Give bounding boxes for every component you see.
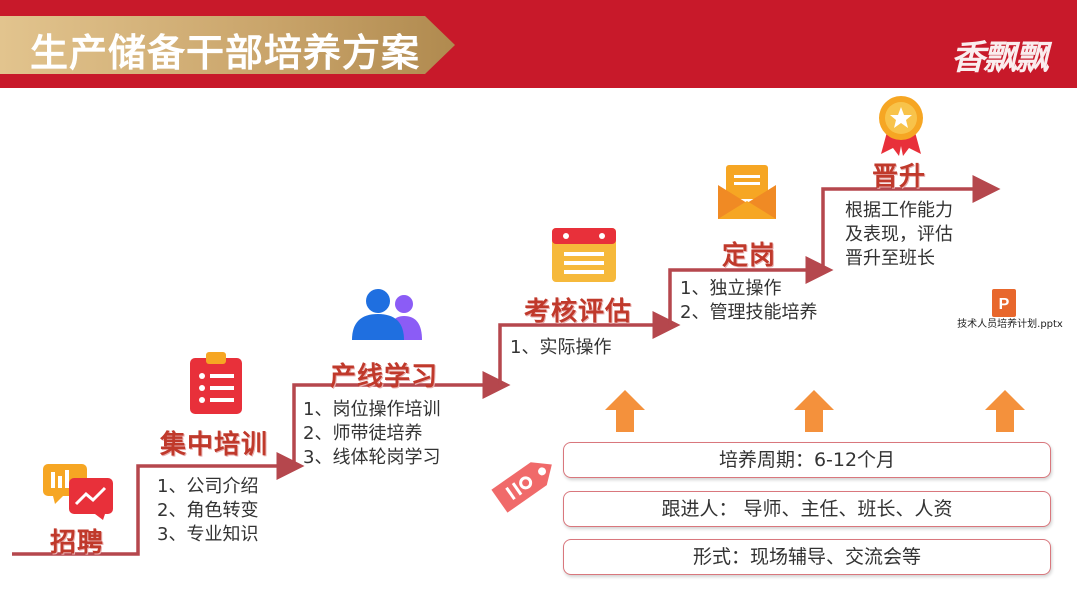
envelope-icon <box>718 165 776 219</box>
chart-badge-icon <box>43 464 113 520</box>
stage-assess-title: 考核评估 <box>524 297 633 327</box>
training-form-box: 形式：现场辅导、交流会等 <box>563 539 1051 575</box>
list-item: 2、管理技能培养 <box>680 302 818 323</box>
list-item: 2、师带徒培养 <box>303 423 423 444</box>
stage-training-title: 集中培训 <box>160 430 269 460</box>
checklist-icon <box>190 352 242 414</box>
follow-up-box: 跟进人： 导师、主任、班长、人资 <box>563 491 1051 527</box>
list-item: 1、实际操作 <box>510 337 612 358</box>
svg-text:P: P <box>999 296 1010 313</box>
list-item: 3、专业知识 <box>157 524 259 545</box>
stage-training-list: 1、公司介绍 2、角色转变 3、专业知识 <box>157 475 258 547</box>
powerpoint-file-icon[interactable]: P <box>990 289 1018 317</box>
brand-logo: 香飘飘 <box>951 38 1049 78</box>
stage-assess-list: 1、实际操作 <box>510 336 611 360</box>
training-period-box: 培养周期：6-12个月 <box>563 442 1051 478</box>
list-item: 1、岗位操作培训 <box>303 399 441 420</box>
stage-line-title: 产线学习 <box>330 362 439 392</box>
stage-promote-list: 根据工作能力 及表现，评估 晋升至班长 <box>845 199 953 271</box>
up-arrow-icon <box>605 390 645 432</box>
stage-line-list: 1、岗位操作培训 2、师带徒培养 3、线体轮岗学习 <box>303 398 440 470</box>
stage-recruit-title: 招聘 <box>50 528 105 558</box>
up-arrow-icon <box>985 390 1025 432</box>
list-item: 2、角色转变 <box>157 500 259 521</box>
attachment-label[interactable]: 技术人员培养计划.pptx <box>957 319 1063 330</box>
title-banner <box>0 16 455 74</box>
tag-icon <box>491 462 552 513</box>
stage-post-list: 1、独立操作 2、管理技能培养 <box>680 277 817 325</box>
list-item: 及表现，评估 <box>845 224 953 245</box>
stage-promote-title: 晋升 <box>872 162 927 192</box>
page-title: 生产储备干部培养方案 <box>30 31 421 75</box>
stage-post-title: 定岗 <box>722 241 777 271</box>
list-item: 1、独立操作 <box>680 278 782 299</box>
up-arrow-icon <box>794 390 834 432</box>
calendar-icon <box>552 228 616 282</box>
list-item: 晋升至班长 <box>845 248 935 269</box>
list-item: 1、公司介绍 <box>157 476 259 497</box>
people-icon <box>352 289 422 340</box>
list-item: 3、线体轮岗学习 <box>303 447 441 468</box>
list-item: 根据工作能力 <box>845 200 953 221</box>
medal-icon <box>879 96 923 156</box>
